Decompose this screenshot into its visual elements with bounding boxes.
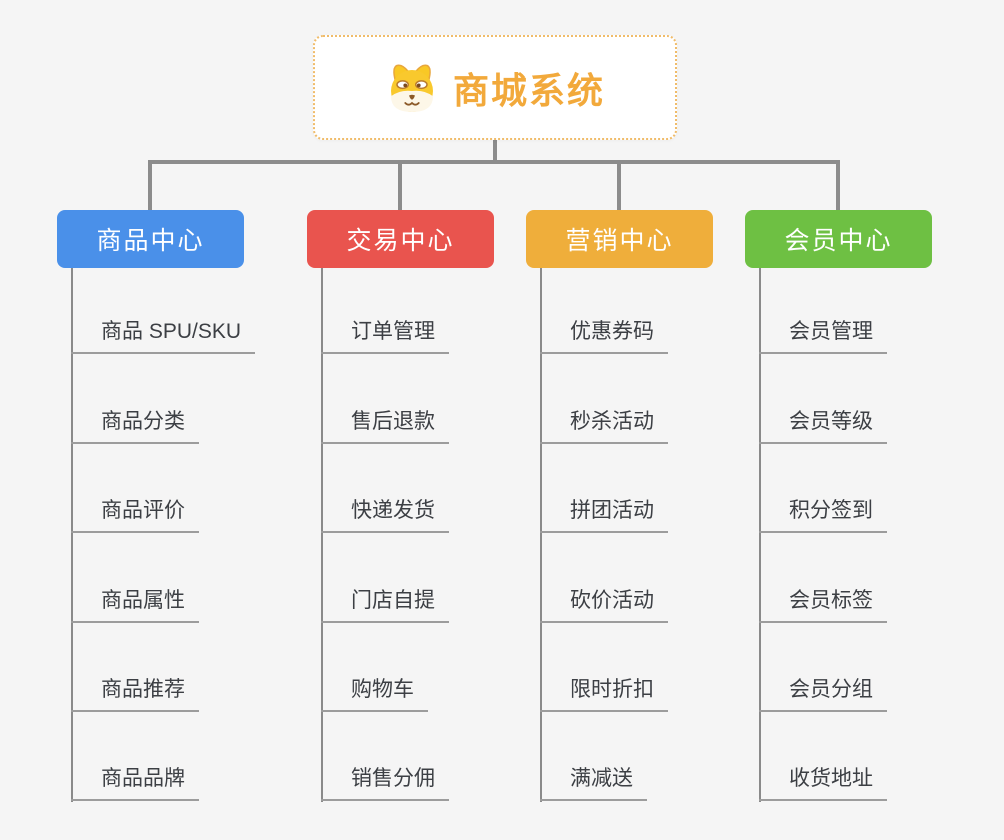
branch-trunk-line <box>71 268 73 802</box>
branch-trunk-line <box>759 268 761 802</box>
branch-item[interactable]: 会员分组 <box>759 677 887 712</box>
branch-item[interactable]: 收货地址 <box>759 766 887 801</box>
branch-item[interactable]: 会员等级 <box>759 409 887 444</box>
connector-drop-trade <box>398 160 402 212</box>
branch-box-trade-center[interactable]: 交易中心 <box>307 210 494 268</box>
branch-item[interactable]: 商品分类 <box>71 409 199 444</box>
branch-item[interactable]: 销售分佣 <box>321 766 449 801</box>
branch-item[interactable]: 商品 SPU/SKU <box>71 319 256 354</box>
shiba-dog-icon <box>385 61 439 115</box>
connector-drop-marketing <box>617 160 621 212</box>
branch-item[interactable]: 订单管理 <box>321 319 449 354</box>
branch-box-member-center[interactable]: 会员中心 <box>745 210 932 268</box>
branch-item[interactable]: 会员标签 <box>759 588 887 623</box>
connector-drop-member <box>836 160 840 212</box>
branch-item[interactable]: 限时折扣 <box>540 677 668 712</box>
branch-item[interactable]: 秒杀活动 <box>540 409 668 444</box>
connector-root-stem <box>493 140 497 164</box>
root-title: 商城系统 <box>452 69 605 111</box>
branch-box-product-center[interactable]: 商品中心 <box>57 210 244 268</box>
branch-label: 会员中心 <box>784 227 893 255</box>
branch-item[interactable]: 积分签到 <box>759 498 887 533</box>
branch-item[interactable]: 优惠券码 <box>540 319 668 354</box>
branch-item[interactable]: 售后退款 <box>321 409 449 444</box>
connector-drop-product <box>148 160 152 212</box>
root-node[interactable]: 商城系统 <box>313 35 677 140</box>
branch-item[interactable]: 商品属性 <box>71 588 199 623</box>
branch-item[interactable]: 商品品牌 <box>71 766 199 801</box>
branch-label: 交易中心 <box>346 227 455 255</box>
branch-item[interactable]: 砍价活动 <box>540 588 668 623</box>
branch-trunk-line <box>540 268 542 802</box>
branch-item[interactable]: 商品推荐 <box>71 677 199 712</box>
branch-label: 营销中心 <box>565 227 674 255</box>
branch-trade-center: 交易中心 订单管理 售后退款 快递发货 门店自提 购物车 销售分佣 <box>307 210 494 802</box>
branch-marketing-center: 营销中心 优惠券码 秒杀活动 拼团活动 砍价活动 限时折扣 满减送 <box>526 210 713 802</box>
branch-member-center: 会员中心 会员管理 会员等级 积分签到 会员标签 会员分组 收货地址 <box>745 210 932 802</box>
branch-item[interactable]: 快递发货 <box>321 498 449 533</box>
branch-label: 商品中心 <box>96 227 205 255</box>
branch-item[interactable]: 会员管理 <box>759 319 887 354</box>
branch-product-center: 商品中心 商品 SPU/SKU 商品分类 商品评价 商品属性 商品推荐 商品品牌 <box>57 210 256 802</box>
connector-horizontal-bar <box>148 160 840 164</box>
branch-box-marketing-center[interactable]: 营销中心 <box>526 210 713 268</box>
branch-trunk-line <box>321 268 323 802</box>
branch-item[interactable]: 购物车 <box>321 677 428 712</box>
branch-item[interactable]: 满减送 <box>540 766 647 801</box>
branch-item[interactable]: 拼团活动 <box>540 498 668 533</box>
branch-item[interactable]: 商品评价 <box>71 498 199 533</box>
branch-item[interactable]: 门店自提 <box>321 588 449 623</box>
